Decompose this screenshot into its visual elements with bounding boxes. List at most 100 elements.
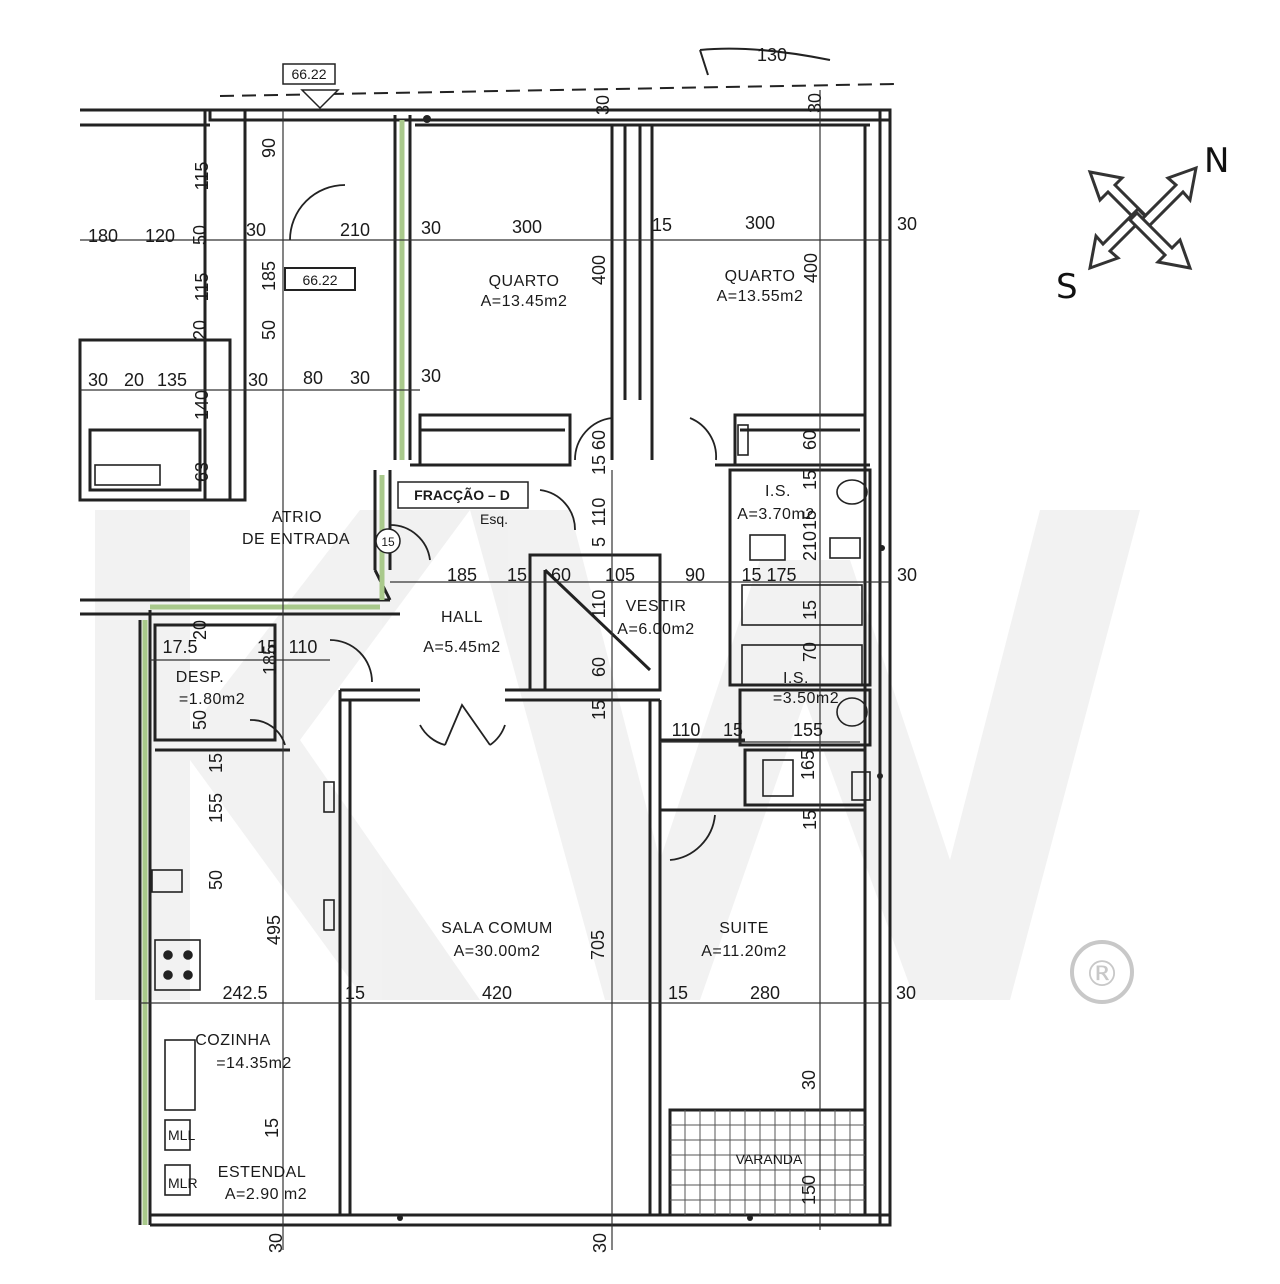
dim-15-c: 15 <box>800 470 820 490</box>
room-atrio-line-1: ATRIO <box>272 509 322 526</box>
dim-280: 280 <box>750 983 780 1003</box>
room-desp-name: DESP. <box>176 669 224 686</box>
dim-400-a: 400 <box>589 255 609 285</box>
dim-185-b: 185 <box>447 565 477 585</box>
dim-50-b: 50 <box>259 320 279 340</box>
dim-115-b: 115 <box>192 273 212 302</box>
balcony-tiles <box>670 1110 865 1215</box>
dim-60-a: 60 <box>589 430 609 450</box>
dim-110-d: 110 <box>672 720 701 740</box>
dim-110-c: 110 <box>289 637 318 657</box>
dim-30-top-2: 30 <box>805 93 825 113</box>
level-label-top: 66.22 <box>291 66 326 82</box>
dim-115-a: 115 <box>192 162 212 191</box>
dim-30-g: 30 <box>421 366 441 386</box>
dimension-lines <box>80 90 890 1250</box>
dim-30-top-1: 30 <box>593 95 613 115</box>
dim-165: 165 <box>798 750 818 780</box>
room-suite-area: A=11.20m2 <box>701 943 787 960</box>
dim-15-b: 15 <box>589 455 609 475</box>
dim-90: 90 <box>259 138 279 158</box>
room-sala-name: SALA COMUM <box>441 920 553 937</box>
level-marker <box>300 89 340 110</box>
dim-30-i: 30 <box>896 983 916 1003</box>
dim-15-n: 15 <box>262 1118 282 1138</box>
dim-15-l: 15 <box>345 983 365 1003</box>
dim-30-h: 30 <box>897 565 917 585</box>
dim-140: 140 <box>192 390 212 420</box>
dim-15-j: 15 <box>206 753 226 773</box>
dim-180: 180 <box>88 226 118 246</box>
room-labels: QUARTO A=13.45m2 QUARTO A=13.55m2 ATRIO … <box>168 268 839 1203</box>
dim-150: 150 <box>799 1175 819 1205</box>
level-box-top <box>282 63 336 85</box>
dim-15-i: 15 <box>723 720 743 740</box>
room-desp-area: =1.80m2 <box>179 691 245 708</box>
dim-80: 80 <box>303 368 323 388</box>
dim-705: 705 <box>588 930 608 960</box>
room-is-1-name: I.S. <box>765 483 791 500</box>
dim-20-c: 20 <box>190 620 210 640</box>
dim-210-a: 210 <box>340 220 370 240</box>
green-wall-highlights <box>142 120 405 1225</box>
room-quarto-2-area: A=13.55m2 <box>717 288 804 305</box>
dim-60-d: 60 <box>589 657 609 677</box>
dim-155-b: 155 <box>206 793 226 823</box>
dim-242-5: 242.5 <box>222 983 267 1003</box>
dim-60-b: 60 <box>800 430 820 450</box>
dim-120: 120 <box>145 226 175 246</box>
registered-mark: ® <box>1084 954 1120 995</box>
dim-185-c: 185 <box>260 645 280 675</box>
dim-63: 63 <box>192 462 212 482</box>
room-is-2-area: =3.50m2 <box>773 690 839 707</box>
room-estendal-name: ESTENDAL <box>218 1164 306 1181</box>
dim-30-d: 30 <box>88 370 108 390</box>
dim-110-a: 110 <box>589 498 609 527</box>
room-quarto-1-area: A=13.45m2 <box>481 293 568 310</box>
fraction-box <box>397 481 529 509</box>
dim-30-k: 30 <box>266 1233 286 1253</box>
dim-30-j: 30 <box>799 1070 819 1090</box>
fixtures <box>94 424 871 1196</box>
room-is-1-area: A=3.70m2 <box>737 506 814 523</box>
dim-15-e: 15 <box>507 565 527 585</box>
appliance-mll: MLL <box>168 1127 195 1143</box>
dim-300-a: 300 <box>512 217 542 237</box>
dim-50-d: 50 <box>206 870 226 890</box>
dim-15-f: 15 <box>257 637 277 657</box>
dim-60-c: 60 <box>551 565 571 585</box>
dim-20-b: 20 <box>124 370 144 390</box>
dim-15-h: 15 <box>589 700 609 720</box>
top-dimension-mark <box>699 47 831 76</box>
room-suite-name: SUITE <box>719 920 769 937</box>
room-quarto-2-name: QUARTO <box>725 268 796 285</box>
room-vestir-area: A=6.00m2 <box>617 621 694 638</box>
dim-495: 495 <box>264 915 284 945</box>
compass-icon <box>1087 165 1198 271</box>
walls <box>78 108 892 1227</box>
room-vestir-name: VESTIR <box>626 598 687 615</box>
dim-15-a: 15 <box>652 215 672 235</box>
dim-30-a: 30 <box>246 220 266 240</box>
room-cozinha-area: =14.35m2 <box>216 1055 292 1072</box>
dim-15-g: 15 <box>800 600 820 620</box>
room-hall-name: HALL <box>441 609 483 626</box>
dim-185-a: 185 <box>259 261 279 291</box>
dim-70: 70 <box>800 642 820 662</box>
dimension-labels-vertical: 30 30 90 115 50 115 185 20 50 140 63 400… <box>190 93 825 1253</box>
marker-dots <box>397 115 885 1221</box>
door-number-ring <box>375 528 401 554</box>
level-label-mid: 66.22 <box>302 272 337 288</box>
dimension-labels: 130 180 120 30 210 30 300 15 300 30 30 2… <box>88 45 917 1003</box>
dim-90-b: 90 <box>685 565 705 585</box>
dim-50-c: 50 <box>190 710 210 730</box>
dim-30-l: 30 <box>590 1233 610 1253</box>
dim-105: 105 <box>605 565 635 585</box>
registered-mark-ring <box>1070 940 1134 1004</box>
compass-north-label: N <box>1204 141 1229 181</box>
room-sala-area: A=30.00m2 <box>454 943 541 960</box>
fraction-title: FRACÇÃO – D <box>414 486 510 503</box>
room-atrio-line-2: DE ENTRADA <box>242 531 350 548</box>
dim-210-b: 210 <box>800 531 820 561</box>
door-swings <box>249 184 717 861</box>
